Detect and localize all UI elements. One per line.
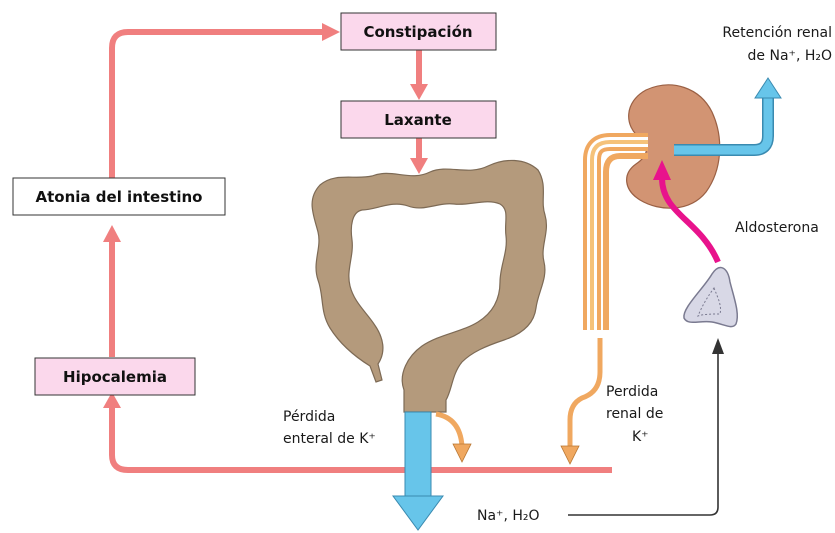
arrowhead-colon: [410, 158, 428, 174]
label-enteral-loss-1: Pérdida: [283, 409, 335, 425]
adrenal-gland-illustration: [684, 268, 737, 327]
box-laxative-label: Laxante: [384, 111, 452, 129]
label-renal-loss-3: K⁺: [632, 429, 649, 445]
label-renal-loss-1: Perdida: [606, 384, 658, 400]
box-constipation-label: Constipación: [363, 23, 472, 41]
sodium-water-arrowhead: [712, 338, 724, 354]
label-renal-retention-2: de Na⁺, H₂O: [748, 48, 832, 64]
loop-line-atony-to-constipation: [112, 32, 322, 178]
box-laxative: Laxante: [341, 101, 496, 138]
label-sodium-water: Na⁺, H₂O: [477, 508, 540, 524]
box-hypokalemia: Hipocalemia: [35, 358, 195, 395]
label-renal-retention-1: Retención renal: [722, 25, 832, 41]
box-atony-label: Atonia del intestino: [36, 188, 203, 206]
arrowhead-laxative: [410, 84, 428, 100]
renal-loss-arrow: [561, 338, 600, 464]
label-aldosterone: Aldosterona: [735, 220, 819, 236]
label-enteral-loss-2: enteral de K⁺: [283, 431, 376, 447]
loop-arrowhead-atony: [103, 225, 121, 242]
loop-arrowhead-constipation: [322, 23, 340, 41]
colon-potassium-arrow: [436, 414, 471, 462]
box-constipation: Constipación: [341, 13, 496, 50]
box-hypokalemia-label: Hipocalemia: [63, 368, 167, 386]
label-renal-loss-2: renal de: [606, 406, 663, 422]
colon-illustration: [312, 160, 546, 412]
box-atony: Atonia del intestino: [13, 178, 225, 215]
